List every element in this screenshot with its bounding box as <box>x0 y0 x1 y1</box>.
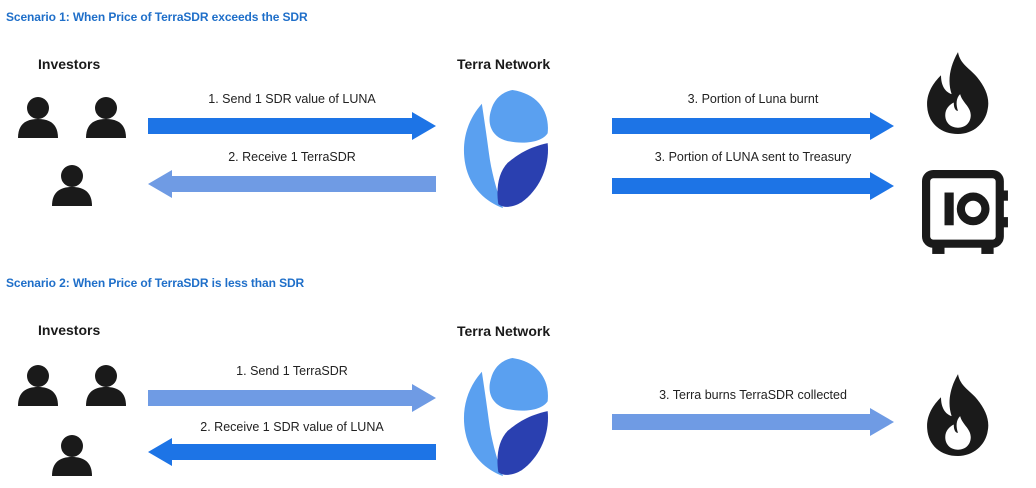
terra-globe-icon <box>456 354 550 480</box>
person-icon <box>50 432 94 476</box>
scenario2-send-arrow <box>148 384 436 412</box>
person-icon <box>16 362 60 406</box>
scenario1-receive-arrow <box>148 170 436 198</box>
scenario2-network-label: Terra Network <box>457 323 551 339</box>
scenario1-network-label: Terra Network <box>457 56 551 72</box>
fire-icon <box>924 50 992 134</box>
scenario1-send-arrow <box>148 112 436 140</box>
safe-icon <box>922 170 1010 256</box>
scenario2-send-label: 1. Send 1 TerraSDR <box>236 364 348 378</box>
scenario2-receive-arrow <box>148 438 436 466</box>
scenario1-burn-arrow <box>612 112 894 140</box>
person-icon <box>16 94 60 138</box>
scenario1-send-label: 1. Send 1 SDR value of LUNA <box>208 92 376 106</box>
terra-globe-icon <box>456 86 550 212</box>
scenario2-receive-label: 2. Receive 1 SDR value of LUNA <box>200 420 384 434</box>
scenario1-title: Scenario 1: When Price of TerraSDR excee… <box>6 10 308 24</box>
scenario2-investors-label: Investors <box>38 322 101 338</box>
person-icon <box>50 162 94 206</box>
scenario1-treasury-arrow <box>612 172 894 200</box>
scenario1-burn-label: 3. Portion of Luna burnt <box>687 92 819 106</box>
scenario1-investors-label: Investors <box>38 56 101 72</box>
scenario2-burn-label: 3. Terra burns TerraSDR collected <box>659 388 847 402</box>
person-icon <box>84 362 128 406</box>
scenario1-receive-label: 2. Receive 1 TerraSDR <box>228 150 356 164</box>
scenario2-burn-arrow <box>612 408 894 436</box>
person-icon <box>84 94 128 138</box>
scenario1-treasury-label: 3. Portion of LUNA sent to Treasury <box>654 150 852 164</box>
fire-icon <box>924 372 992 456</box>
scenario2-title: Scenario 2: When Price of TerraSDR is le… <box>6 276 305 290</box>
